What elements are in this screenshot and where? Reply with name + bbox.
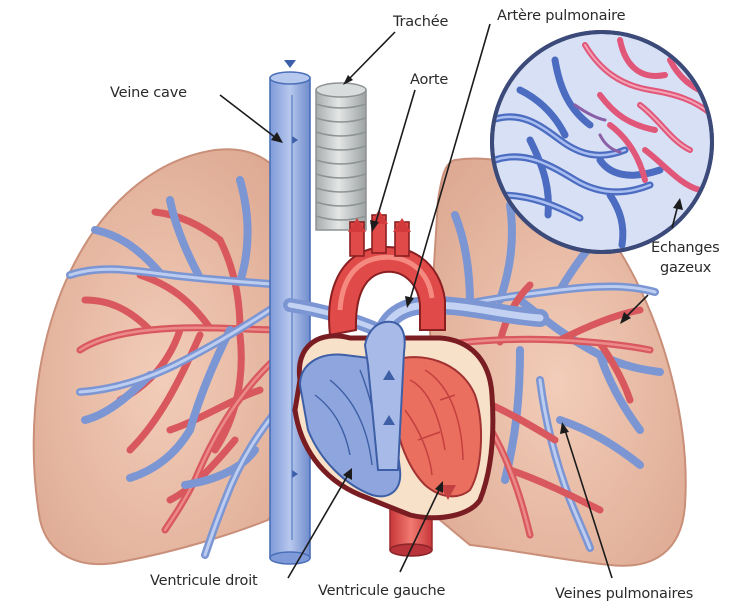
label-echanges-line2: gazeux bbox=[660, 260, 712, 276]
label-trachee: Trachée bbox=[392, 14, 448, 30]
trachea bbox=[316, 83, 366, 230]
pointer-veine-cave bbox=[220, 95, 276, 138]
gas-exchange-inset bbox=[492, 32, 712, 252]
label-veines-pulmonaires: Veines pulmonaires bbox=[555, 586, 693, 602]
label-ventricule-gauche: Ventricule gauche bbox=[318, 583, 446, 599]
label-artere-pulmonaire: Artère pulmonaire bbox=[497, 8, 626, 24]
label-veine-cave: Veine cave bbox=[110, 85, 187, 101]
pointer-trachee bbox=[348, 32, 395, 80]
pointer-aorte bbox=[375, 90, 415, 225]
label-aorte: Aorte bbox=[410, 72, 448, 88]
label-echanges-line1: Echanges bbox=[651, 240, 719, 256]
label-ventricule-droit: Ventricule droit bbox=[150, 573, 258, 589]
